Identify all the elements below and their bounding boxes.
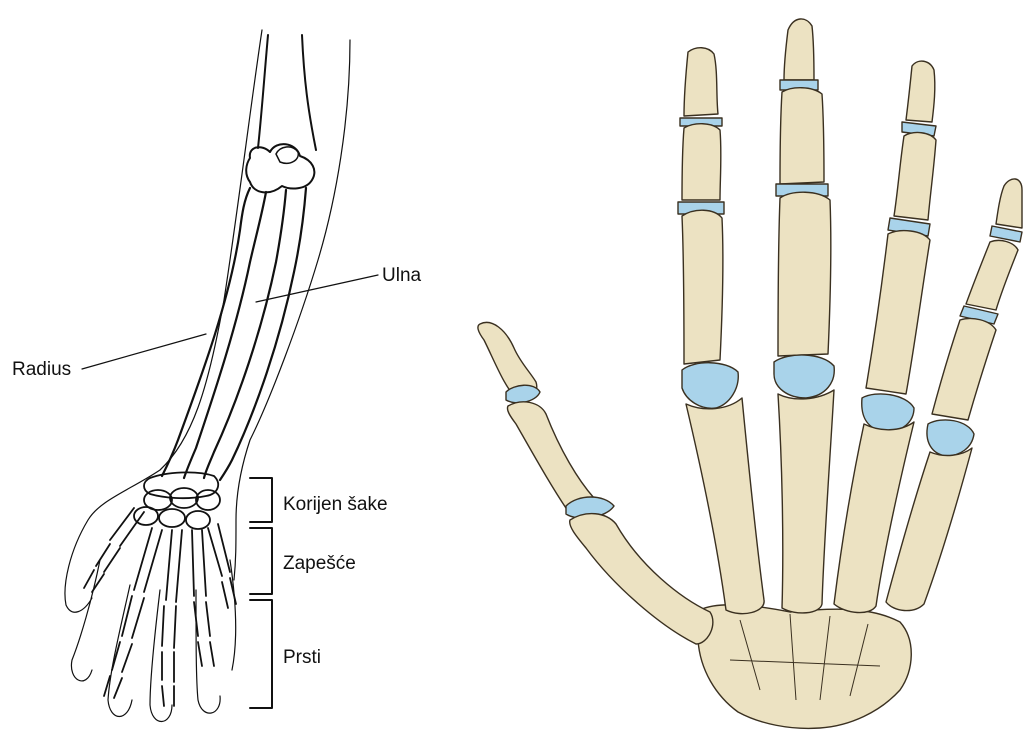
- forearm-line-drawing: [65, 30, 378, 722]
- thumb-illustration: [478, 322, 713, 644]
- bracket-korijen-sake: [250, 478, 272, 522]
- index-finger-illustration: [678, 48, 764, 614]
- radius-bone: [162, 188, 266, 478]
- ulna-leader-line: [256, 275, 378, 302]
- label-zapesce: Zapešće: [283, 554, 356, 573]
- olecranon: [276, 147, 298, 163]
- carpal-bones: [134, 472, 220, 529]
- label-korijen-sake: Korijen šake: [283, 495, 388, 514]
- ulna-bone: [204, 188, 306, 480]
- humerus: [258, 35, 316, 150]
- finger-bones: [84, 508, 236, 706]
- label-radius: Radius: [12, 360, 71, 379]
- radius-leader-line: [82, 334, 206, 369]
- elbow-joint: [246, 144, 314, 192]
- label-prsti: Prsti: [283, 648, 321, 667]
- middle-finger-illustration: [774, 19, 834, 613]
- bracket-prsti: [250, 600, 272, 708]
- hand-skeleton-illustration: [478, 19, 1022, 728]
- label-ulna: Ulna: [382, 266, 421, 285]
- bracket-zapesce: [250, 528, 272, 594]
- carpus-illustration: [698, 605, 911, 729]
